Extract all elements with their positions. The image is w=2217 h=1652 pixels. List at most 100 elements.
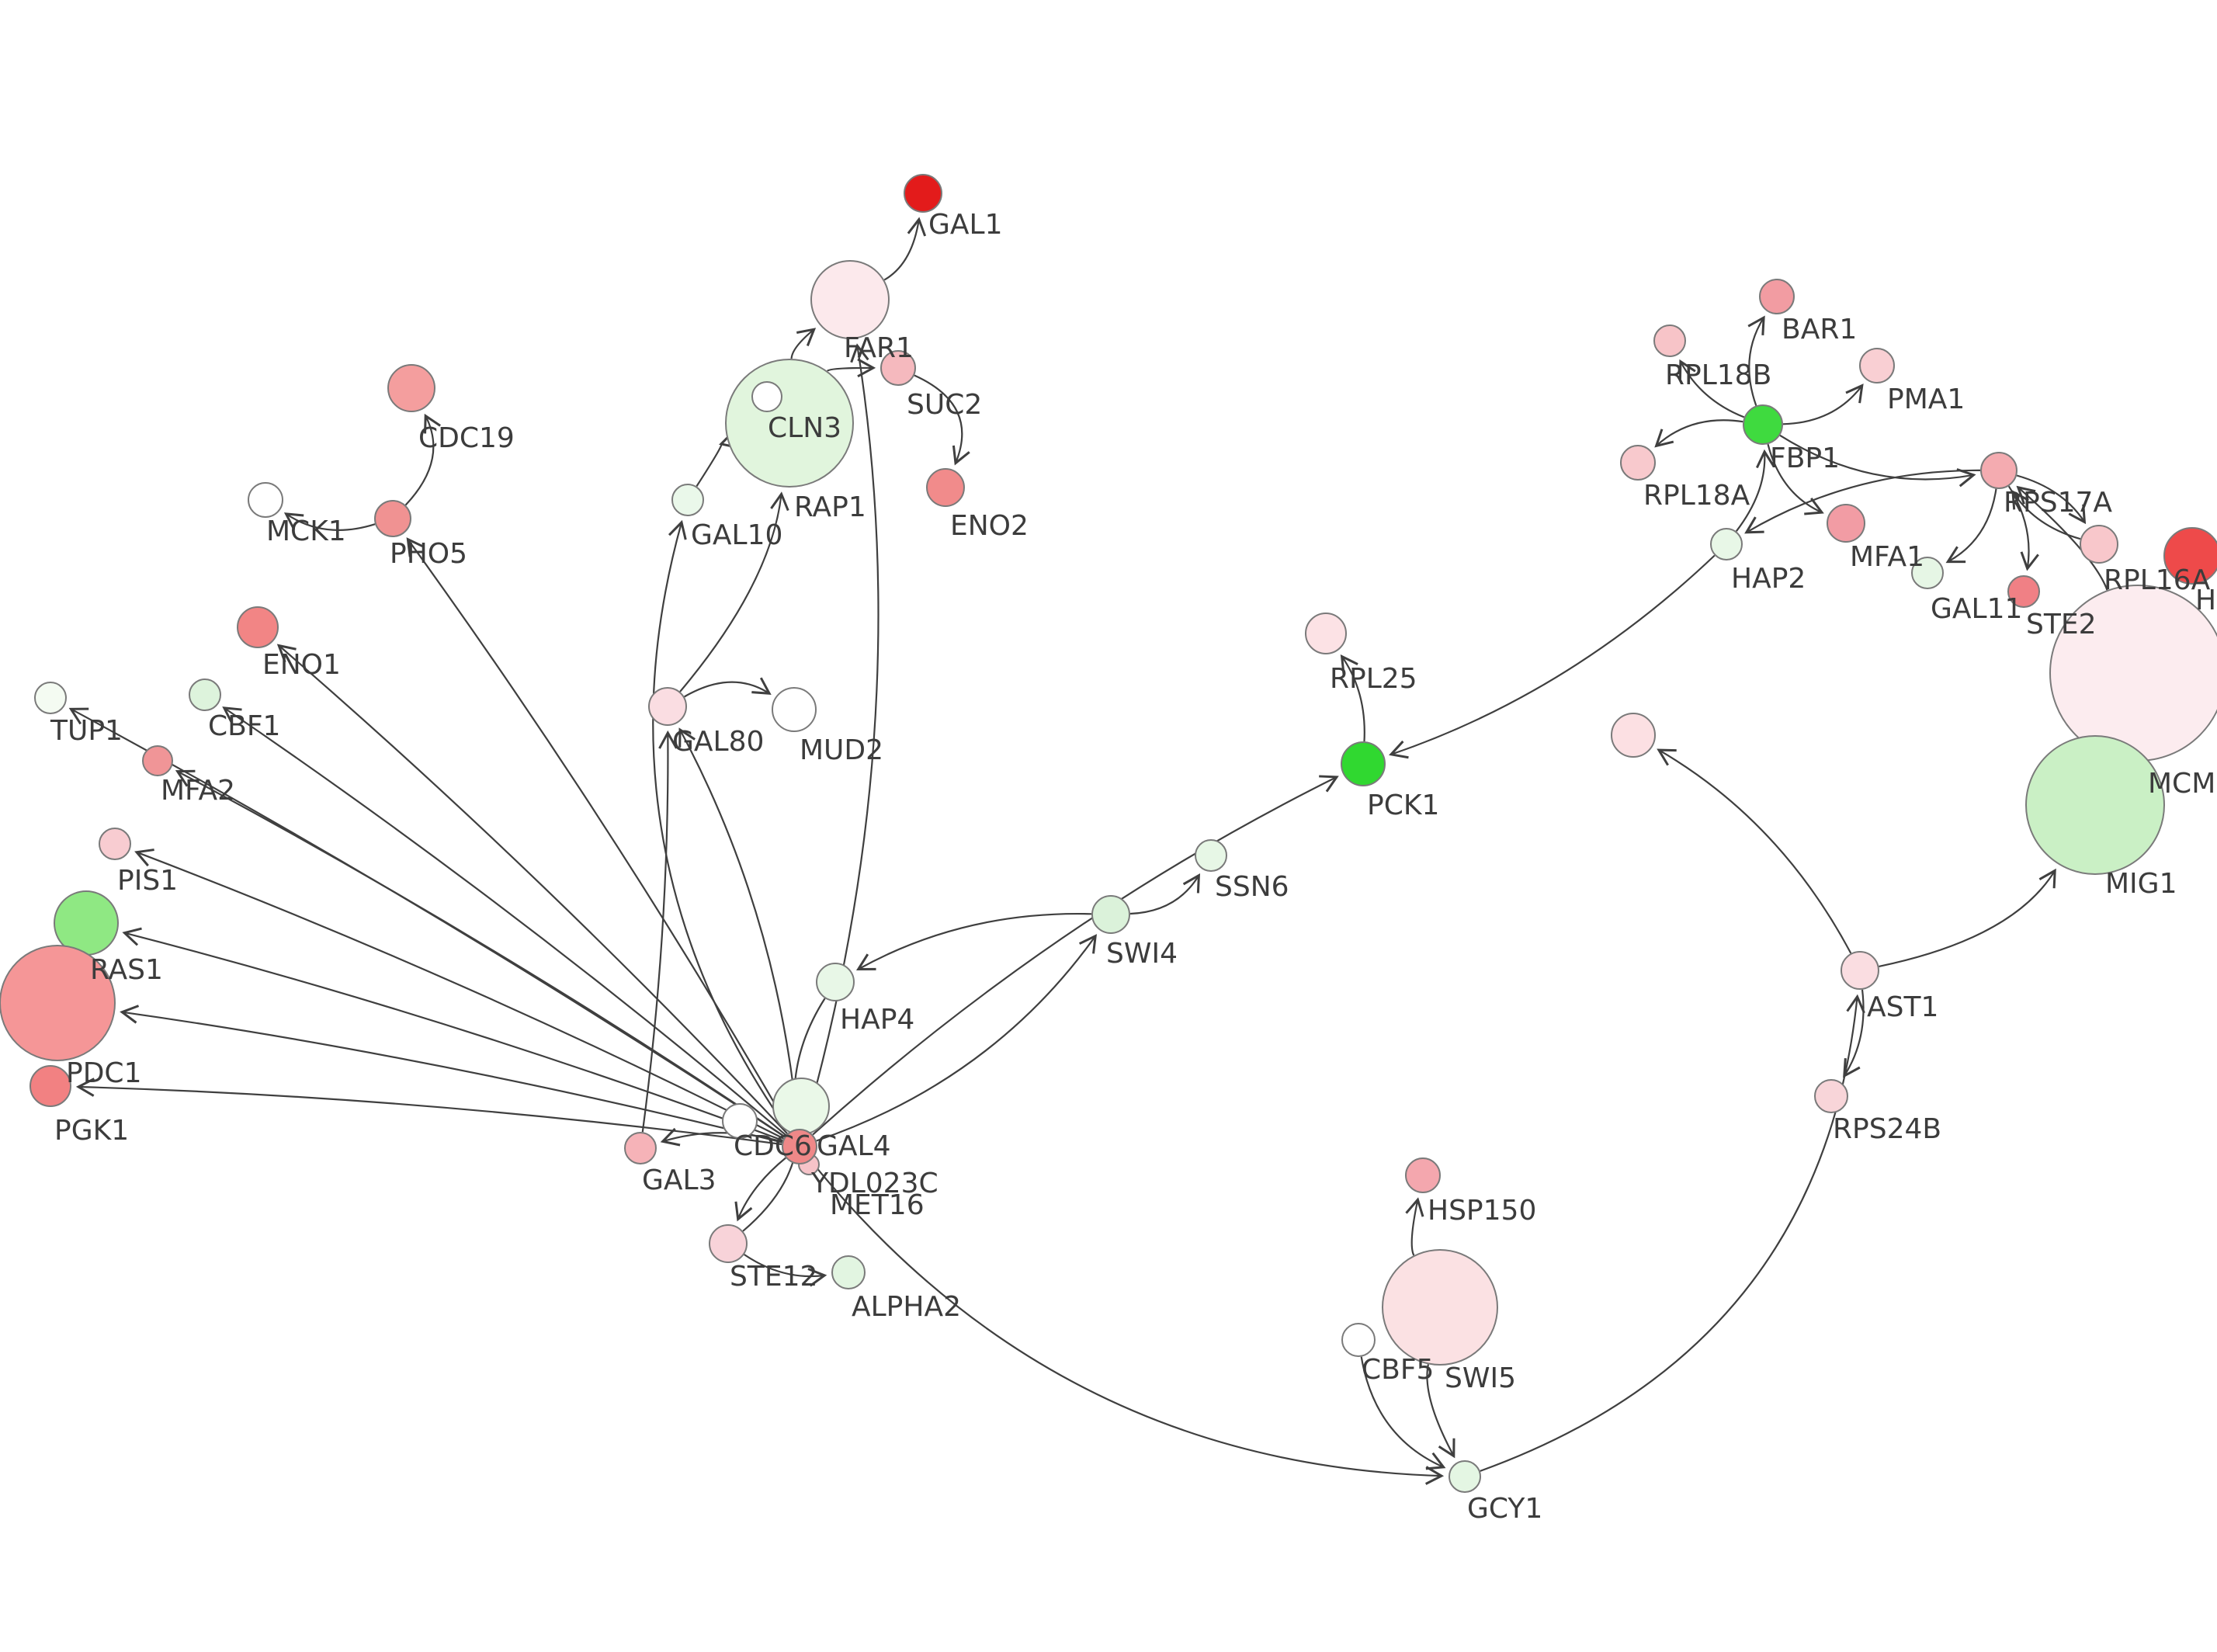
node-label-ydl023c: YDL023C bbox=[810, 1168, 938, 1199]
node-gal80[interactable] bbox=[649, 688, 686, 725]
node-label-hap4: HAP4 bbox=[840, 1004, 914, 1036]
edge-cln3-suc2[interactable] bbox=[827, 368, 873, 371]
node-label-gcy1: GCY1 bbox=[1467, 1493, 1542, 1525]
node-hap4[interactable] bbox=[817, 963, 854, 1001]
node-pho5[interactable] bbox=[375, 501, 411, 536]
node-met16[interactable] bbox=[773, 1078, 829, 1134]
edge-ast1-unk1[interactable] bbox=[1659, 750, 1851, 953]
node-rps17a[interactable] bbox=[1981, 453, 2017, 488]
node-tup1[interactable] bbox=[35, 682, 66, 713]
node-swi4[interactable] bbox=[1092, 896, 1129, 933]
node-alpha2[interactable] bbox=[832, 1256, 865, 1289]
node-mud2[interactable] bbox=[772, 688, 816, 731]
node-rpl16a[interactable] bbox=[2080, 526, 2118, 563]
node-label-rpl16a: RPL16A bbox=[2104, 564, 2211, 596]
node-label-pdc1: PDC1 bbox=[66, 1057, 141, 1089]
node-label-ste12: STE12 bbox=[730, 1261, 817, 1293]
edge-gal4-pis1[interactable] bbox=[137, 852, 784, 1139]
node-rap1[interactable] bbox=[752, 382, 782, 411]
node-label-swi5: SWI5 bbox=[1445, 1362, 1516, 1394]
node-layer bbox=[0, 175, 2217, 1492]
node-label-alpha2: ALPHA2 bbox=[852, 1291, 961, 1323]
node-fbp1[interactable] bbox=[1743, 405, 1782, 444]
node-label-cdc6: CDC6 bbox=[734, 1130, 812, 1162]
edge-gal4-ste12[interactable] bbox=[738, 1158, 786, 1220]
node-label-cln3: CLN3 bbox=[768, 412, 841, 444]
edge-gcy1-ast1[interactable] bbox=[1480, 997, 1858, 1471]
edge-gal4-swi4[interactable] bbox=[817, 936, 1095, 1141]
edge-rps17a-gal11[interactable] bbox=[1948, 489, 1996, 562]
edge-hap2-pck1[interactable] bbox=[1391, 556, 1715, 755]
edge-fbp1-rpl18a[interactable] bbox=[1657, 420, 1743, 446]
node-ast1[interactable] bbox=[1841, 952, 1879, 989]
node-hsp150[interactable] bbox=[1406, 1158, 1440, 1192]
node-label-cbf5: CBF5 bbox=[1362, 1354, 1434, 1386]
node-label-eno2: ENO2 bbox=[950, 510, 1029, 542]
node-pma1[interactable] bbox=[1860, 349, 1894, 383]
node-rpl18a[interactable] bbox=[1621, 446, 1655, 480]
node-label-hsp150: HSP150 bbox=[1428, 1195, 1536, 1227]
node-cdc19[interactable] bbox=[388, 365, 435, 411]
edge-gal4-ras1[interactable] bbox=[124, 933, 782, 1140]
node-ssn6[interactable] bbox=[1195, 840, 1226, 871]
edge-swi5-hsp150[interactable] bbox=[1412, 1199, 1418, 1255]
edge-swi4-ssn6[interactable] bbox=[1130, 876, 1199, 914]
edge-gal4-gal80[interactable] bbox=[680, 730, 798, 1129]
node-label-cdc19: CDC19 bbox=[418, 422, 515, 454]
edge-far1-gal1[interactable] bbox=[884, 220, 919, 280]
node-mig1[interactable] bbox=[2026, 736, 2164, 874]
node-label-gal10: GAL10 bbox=[691, 519, 782, 551]
node-gcy1[interactable] bbox=[1449, 1461, 1480, 1492]
node-gal10[interactable] bbox=[672, 484, 703, 515]
node-bar1[interactable] bbox=[1760, 279, 1794, 314]
node-label-gal4: GAL4 bbox=[817, 1130, 890, 1162]
edge-gal10-cln3[interactable] bbox=[696, 444, 721, 487]
node-label-gal1: GAL1 bbox=[928, 209, 1002, 241]
node-label-eno1: ENO1 bbox=[262, 649, 341, 681]
edge-cln3-far1[interactable] bbox=[792, 329, 814, 359]
node-cbf5[interactable] bbox=[1342, 1324, 1375, 1356]
node-label-ste2: STE2 bbox=[2026, 609, 2097, 640]
node-label-mfa1: MFA1 bbox=[1850, 541, 1924, 573]
node-pck1[interactable] bbox=[1341, 742, 1385, 786]
node-label-pis1: PIS1 bbox=[117, 865, 178, 897]
edge-ast1-mig1[interactable] bbox=[1879, 870, 2056, 967]
node-label-pma1: PMA1 bbox=[1887, 384, 1965, 415]
node-mfa1[interactable] bbox=[1827, 505, 1865, 542]
edge-gal4-gal10[interactable] bbox=[653, 522, 789, 1132]
edge-fbp1-pma1[interactable] bbox=[1783, 386, 1862, 425]
node-pgk1[interactable] bbox=[30, 1066, 71, 1106]
node-rpl25[interactable] bbox=[1306, 613, 1346, 654]
node-gal1[interactable] bbox=[904, 175, 942, 212]
edge-gal80-mud2[interactable] bbox=[685, 682, 770, 697]
edge-gal4-pgk1[interactable] bbox=[78, 1087, 782, 1144]
node-ste12[interactable] bbox=[710, 1225, 747, 1262]
node-far1[interactable] bbox=[811, 261, 889, 338]
node-label-tup1: TUP1 bbox=[50, 715, 123, 747]
node-label-suc2: SUC2 bbox=[907, 389, 982, 421]
edge-gal4-pdc1[interactable] bbox=[122, 1012, 782, 1143]
node-eno2[interactable] bbox=[927, 469, 964, 506]
node-unk1[interactable] bbox=[1612, 713, 1655, 757]
node-label-fbp1: FBP1 bbox=[1770, 442, 1840, 474]
node-label-gal80: GAL80 bbox=[672, 726, 764, 758]
node-hap2[interactable] bbox=[1711, 529, 1742, 560]
node-rpl18b[interactable] bbox=[1654, 325, 1685, 356]
edge-gal4-tup1[interactable] bbox=[71, 709, 784, 1137]
node-label-mfa2: MFA2 bbox=[161, 775, 235, 807]
node-label-rpl25: RPL25 bbox=[1330, 663, 1417, 695]
node-mck1[interactable] bbox=[248, 483, 283, 517]
node-gal3[interactable] bbox=[625, 1133, 656, 1164]
node-mfa2[interactable] bbox=[143, 746, 172, 776]
node-swi5[interactable] bbox=[1383, 1250, 1497, 1365]
node-rps24b[interactable] bbox=[1815, 1080, 1848, 1112]
edge-gal4-pck1[interactable] bbox=[813, 777, 1337, 1135]
node-label-rap1: RAP1 bbox=[794, 491, 866, 523]
node-pis1[interactable] bbox=[99, 828, 130, 859]
node-eno1[interactable] bbox=[238, 607, 278, 647]
edge-gal3-gal80[interactable] bbox=[643, 733, 668, 1132]
node-cbf1[interactable] bbox=[189, 679, 220, 710]
node-label-hap2: HAP2 bbox=[1731, 563, 1806, 595]
